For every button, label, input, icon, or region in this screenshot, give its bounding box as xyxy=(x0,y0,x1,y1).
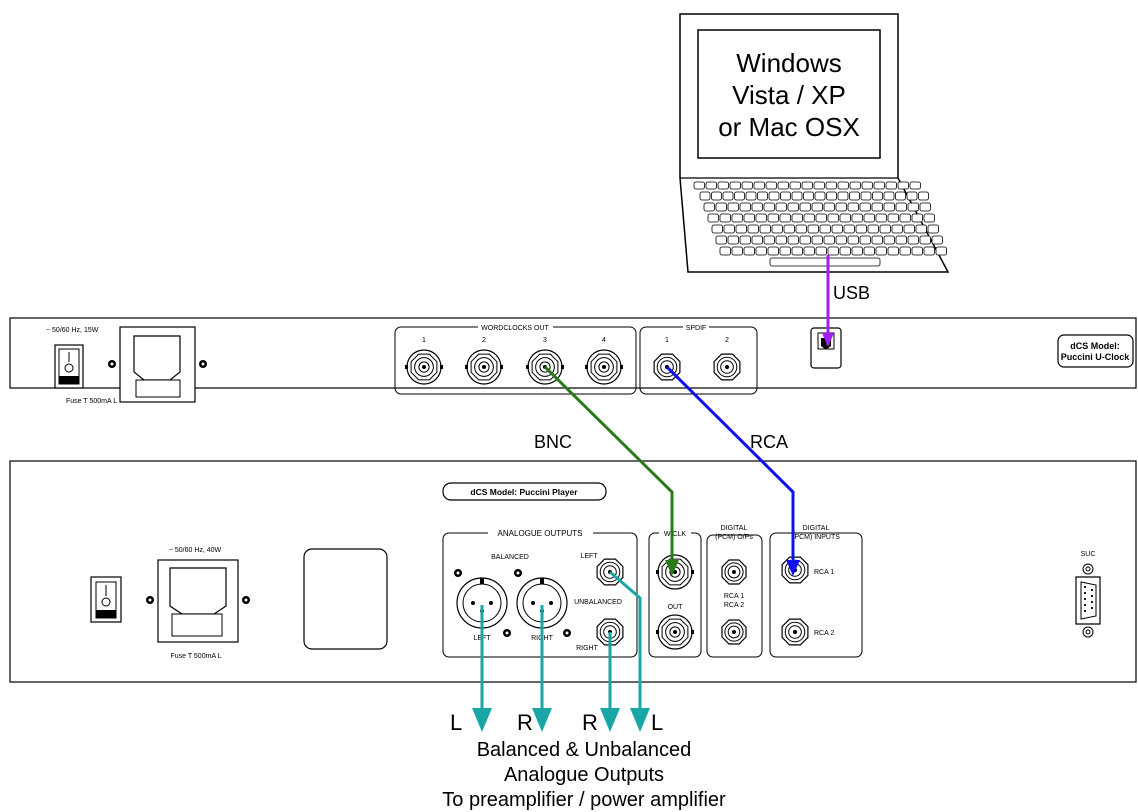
digital-in-rca2-label: RCA 2 xyxy=(814,630,834,637)
usb-cable-label: USB xyxy=(833,283,870,303)
output-channel-label-3: R xyxy=(582,710,598,735)
uclock-fuse-label: Fuse T 500mA L xyxy=(66,398,117,405)
digital-out-line-2: (PCM) O/Ps xyxy=(715,534,753,541)
unbalanced-left-label: LEFT xyxy=(580,553,598,560)
wordclock-out-1-bnc[interactable] xyxy=(405,349,443,385)
laptop-keyboard xyxy=(693,181,947,267)
wclk-out-label: OUT xyxy=(668,604,684,611)
digital-in-rca2[interactable] xyxy=(781,618,809,646)
unbalanced-left-cable xyxy=(609,570,642,712)
player-power-rating: ~ 50/60 Hz, 40W xyxy=(169,547,222,554)
unbalanced-right-label: RIGHT xyxy=(576,645,599,652)
rca-cable-label: RCA xyxy=(750,432,788,452)
digital-in-line-2: (PCM) INPUTS xyxy=(792,534,840,541)
laptop-computer: Windows Vista / XP or Mac OSX xyxy=(679,13,950,273)
digital-out-rca1-label: RCA 1 xyxy=(724,593,744,600)
rca-cable xyxy=(665,365,795,563)
balanced-label: BALANCED xyxy=(491,554,529,561)
digital-out-rca2-label: RCA 2 xyxy=(724,602,744,609)
cable-routes xyxy=(472,255,834,732)
uclock-model-line-1: dCS Model: xyxy=(1070,341,1120,351)
balanced-xlr-left[interactable] xyxy=(454,569,511,637)
spdif-2-rca[interactable] xyxy=(713,353,741,381)
unbalanced-label: UNBALANCED xyxy=(574,599,622,606)
laptop-screen-line-3: or Mac OSX xyxy=(718,112,860,142)
player-fuse-label: Fuse T 500mA L xyxy=(170,653,221,660)
analogue-outputs-label: ANALOGUE OUTPUTS xyxy=(498,529,583,538)
player-rear-panel: dCS Model: Puccini Player ~ 50/60 Hz, 40… xyxy=(9,460,1137,683)
uclock-model-line-2: Puccini U-Clock xyxy=(1061,352,1131,362)
digital-in-line-1: DIGITAL xyxy=(803,525,830,532)
spdif-number-2: 2 xyxy=(725,337,729,344)
wordclock-out-2-bnc[interactable] xyxy=(465,349,503,385)
digital-in-rca1-label: RCA 1 xyxy=(814,569,834,576)
blanking-plate xyxy=(303,548,388,650)
uclock-power-inlet xyxy=(108,326,207,403)
output-channel-label-1: L xyxy=(450,710,462,735)
wordclocks-out-label: WORDCLOCKS OUT xyxy=(481,325,549,332)
output-channel-label-4: L xyxy=(651,710,663,735)
output-channel-label-2: R xyxy=(517,710,533,735)
uclock-power-rating: ~ 50/60 Hz, 15W xyxy=(46,327,99,334)
spdif-number-1: 1 xyxy=(665,337,669,344)
laptop-screen-line-2: Vista / XP xyxy=(732,80,846,110)
wclk-label: W/CLK xyxy=(664,531,687,538)
suc-label: SUC xyxy=(1081,551,1096,558)
uclock-rear-panel: ~ 50/60 Hz, 15W Fuse T 500mA L WORDCLOCK… xyxy=(9,317,1137,405)
bnc-cable xyxy=(543,365,674,563)
digital-out-line-1: DIGITAL xyxy=(721,525,748,532)
digital-out-rca2[interactable] xyxy=(721,619,747,645)
suc-serial-port[interactable] xyxy=(1075,563,1101,638)
wordclock-number-1: 1 xyxy=(422,337,426,344)
digital-out-rca1[interactable] xyxy=(721,559,747,585)
caption-line-1: Balanced & Unbalanced xyxy=(477,739,692,761)
uclock-power-switch[interactable] xyxy=(54,344,84,389)
player-model-badge xyxy=(442,482,607,501)
laptop-screen xyxy=(697,29,881,159)
wordclock-number-4: 4 xyxy=(602,337,606,344)
wordclock-out-4-bnc[interactable] xyxy=(585,349,623,385)
bnc-cable-label: BNC xyxy=(534,432,572,452)
spdif-label: SPDIF xyxy=(686,325,707,332)
uclock-model-badge xyxy=(1057,334,1134,368)
caption-line-3: To preamplifier / power amplifier xyxy=(442,789,726,811)
wordclock-number-3: 3 xyxy=(543,337,547,344)
caption-line-2: Analogue Outputs xyxy=(504,764,664,786)
player-model-label: dCS Model: Puccini Player xyxy=(470,487,578,497)
wordclock-number-2: 2 xyxy=(482,337,486,344)
player-power-inlet xyxy=(146,559,250,643)
laptop-screen-line-1: Windows xyxy=(736,48,841,78)
player-power-switch[interactable] xyxy=(90,576,122,623)
wclk-out-bnc[interactable] xyxy=(656,614,694,650)
